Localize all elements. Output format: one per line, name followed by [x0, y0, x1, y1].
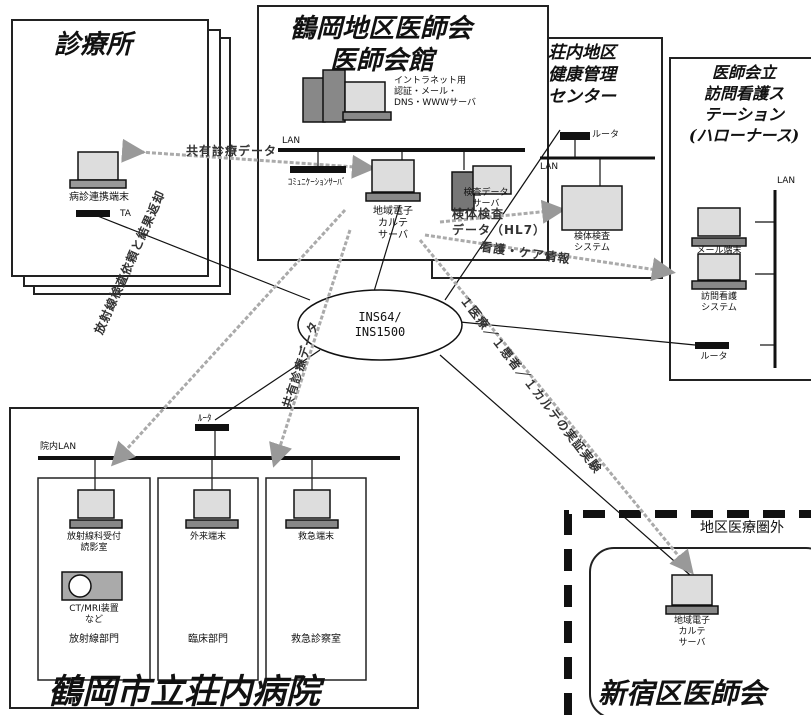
ehr-server-label: 地域電子 カルテ サーバ — [358, 206, 428, 242]
radiology-terminal-label: 放射線科受付 読影室 — [40, 532, 148, 554]
hc-router-label: ルータ — [592, 130, 619, 141]
health-center-title: 荘内地区 健康管理 センター — [548, 42, 616, 108]
mail-terminal-label: メール端末 — [684, 246, 754, 257]
hospital-title: 鶴岡市立荘内病院 — [48, 664, 320, 713]
flow-shared-data: 共有診療データ — [186, 142, 277, 159]
ta-label: TA — [120, 209, 131, 220]
clinical-dept-label: 臨床部門 — [160, 634, 256, 646]
intranet-server-label: イントラネット用 認証・メール・ DNS・WWWサーバ — [394, 76, 476, 109]
nurse-router-label: ルータ — [694, 352, 734, 363]
clinical-terminal-label: 外来端末 — [160, 532, 256, 543]
emergency-dept-label: 救急診察室 — [268, 634, 364, 646]
hospital-lan-label: 院内LAN — [40, 442, 76, 453]
emergency-terminal-label: 救急端末 — [268, 532, 364, 543]
shinjuku-title: 新宿区医師会 — [598, 672, 766, 712]
hc-lan-label: LAN — [540, 162, 558, 173]
med-hall-title-line2: 医師会館 — [330, 40, 434, 77]
med-hall-lan-label: LAN — [282, 136, 300, 147]
hospital-box — [10, 408, 418, 708]
clinic-title: 診療所 — [54, 24, 132, 61]
flow-specimen-data: 検体検査 データ（HL7） — [452, 206, 546, 238]
comm-server-label: ｺﾐｭﾆｹｰｼｮﾝｻｰﾊﾞ — [272, 178, 362, 189]
hospital-router-label: ﾙｰﾀ — [198, 414, 212, 425]
ct-mri-label: CT/MRI装置 など — [40, 604, 148, 626]
radiology-dept-label: 放射線部門 — [40, 634, 148, 646]
outside-region-label: 地区医療圏外 — [700, 522, 784, 534]
shinjuku-server-label: 地域電子 カルテ サーバ — [652, 616, 732, 649]
nursing-system-label: 訪問看護 システム — [684, 292, 754, 314]
clinic-terminal-label: 病診連携端末 — [44, 192, 154, 204]
network-label: INS64/ INS1500 — [340, 310, 420, 340]
nurse-lan-label: LAN — [777, 176, 795, 187]
visiting-nurse-title: 医師会立 訪問看護ス テーション (ハローナース) — [674, 62, 811, 146]
